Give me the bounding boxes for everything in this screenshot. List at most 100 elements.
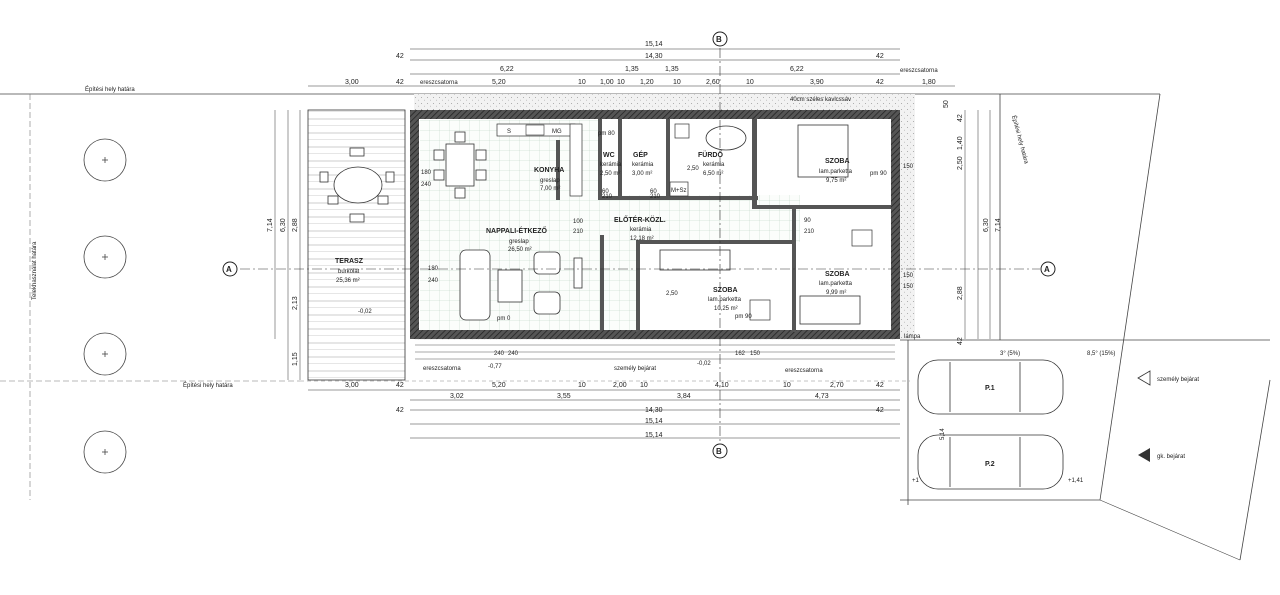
hall-floor (600, 195, 800, 242)
opening-label: 150 (750, 351, 761, 357)
car-gate-label: gk. bejárat (1157, 454, 1185, 460)
opening-label: 210 (650, 194, 661, 200)
wc-floor: kerámia (600, 162, 622, 168)
dim-left-seg: 2,13 (292, 296, 299, 310)
opening-label: 90 (804, 218, 811, 224)
inner-walls (556, 119, 891, 332)
bed-icon-3 (799, 295, 861, 325)
section-a-right-label: A (1044, 265, 1050, 274)
dim-bottom-row2: 3,55 (557, 393, 571, 400)
terrace-name: TERASZ (335, 258, 364, 265)
washer-icon (669, 181, 689, 197)
sofa-icon (459, 249, 583, 321)
opening-label: pm 90 (870, 171, 887, 177)
opening-label: 150 (903, 284, 914, 290)
bedroom1-area: 9,75 m² (826, 178, 846, 184)
bedroom2-floor: lam.parketta (708, 297, 742, 303)
entrance-label: személy bejárat (614, 366, 656, 372)
boundary-bottom-label: Építési hely határa (183, 382, 233, 389)
dim-top-row2: 1,00 (600, 79, 614, 86)
hall-floor-label: kerámia (630, 227, 652, 233)
gutter-top-left-label: ereszcsatorna (420, 80, 458, 86)
bedroom3-floor: lam.parketta (819, 281, 853, 287)
dim-bottom-row1: 5,20 (492, 382, 506, 389)
dim-top-row2: 2,60 (706, 79, 720, 86)
opening-label: 162 (735, 351, 746, 357)
dim-top-row2: 1,80 (922, 79, 936, 86)
car-icon-2 (917, 434, 1064, 490)
dim-bottom-row1: 2,70 (830, 382, 844, 389)
kitchen-floor: greslap (540, 178, 560, 184)
bed-icon-1 (797, 124, 849, 178)
bedroom3-name: SZOBA (825, 271, 850, 278)
furdo-floor: kerámia (703, 162, 725, 168)
bedroom2-area: 10,25 m² (714, 306, 738, 312)
dim-top-row2: 10 (746, 79, 754, 86)
section-b-bottom-label: B (716, 447, 722, 456)
gep-floor: kerámia (632, 162, 654, 168)
dim-top-row1: 1,35 (625, 66, 639, 73)
dining-table-icon (433, 131, 487, 199)
opening-label: 60 (602, 189, 609, 195)
dim-bottom-row2: 4,73 (815, 393, 829, 400)
opening-label: 150 (903, 164, 914, 170)
dim-bottom-outer-1: 15,14 (645, 418, 663, 425)
section-b-top-label: B (716, 35, 722, 44)
opening-label: 100 (573, 219, 584, 225)
living-name: NAPPALI-ÉTKEZŐ (486, 226, 547, 235)
dim-top-inner: 14,30 (645, 53, 663, 60)
level-car-small-label: +1 (912, 478, 920, 484)
opening-label: 210 (804, 229, 815, 235)
dim-right-mark: 42 (957, 114, 964, 122)
washer-label: M+Sz (671, 188, 687, 194)
dim-top-row2: 10 (578, 79, 586, 86)
dim-bottom-outer-2: 15,14 (645, 432, 663, 439)
parking-dim-label: 5,14 (940, 428, 946, 440)
dim-top-outer: 15,14 (645, 41, 663, 48)
boundary-right-label: Építési hely határa (1010, 115, 1030, 165)
hall-area: 12,18 m² (630, 236, 654, 242)
level-car-label: +1,41 (1068, 478, 1084, 484)
outer-walls (410, 110, 900, 339)
hall-floor-lower (600, 242, 640, 330)
bathtub-icon (705, 125, 747, 151)
kitchen-name: KONYHA (534, 167, 564, 174)
dim-bottom-row1: 10 (640, 382, 648, 389)
bedroom1-floor: lam.parketta (819, 169, 853, 175)
dim-top-row1: 6,22 (790, 66, 804, 73)
living-area: 26,50 m² (508, 247, 532, 253)
gep-area: 3,00 m² (632, 171, 652, 177)
opening-label: 240 (508, 351, 519, 357)
opening-label: 150 (903, 273, 914, 279)
person-gate-icon (1137, 370, 1151, 386)
dim-bottom-row1: 3,00 (345, 382, 359, 389)
dim-top-row1: 1,35 (665, 66, 679, 73)
dim-top-row1: 6,22 (500, 66, 514, 73)
kitchen-dishwasher-label: MG (552, 129, 562, 135)
dim-bottom-row2: 3,02 (450, 393, 464, 400)
dim-bottom-row2: 3,84 (677, 393, 691, 400)
terrace-table-icon (319, 147, 395, 223)
kitchen-sink-label: S (507, 129, 511, 135)
furdo-name: FÜRDŐ (698, 150, 723, 159)
level-terrace: -0,02 (358, 309, 372, 315)
slope-2-label: 8,5° (15%) (1087, 351, 1115, 357)
opening-label: 210 (602, 194, 613, 200)
dim-top-row2: 5,20 (492, 79, 506, 86)
dim-top-row2: 10 (673, 79, 681, 86)
opening-label: 180 (421, 170, 432, 176)
terrace-floor: burkolat (338, 269, 360, 275)
dim-right-mark: 50 (943, 100, 950, 108)
wc-area: 2,50 m² (600, 171, 620, 177)
gutter-bottom-right-label: ereszcsatorna (785, 368, 823, 374)
living-door-label: pm 0 (497, 316, 511, 322)
dim-left-seg: 2,88 (292, 218, 299, 232)
gutter-bottom-left-label: ereszcsatorna (423, 366, 461, 372)
dim-top-row2: 3,90 (810, 79, 824, 86)
gravel-label: 40cm széles kavicssáv (790, 97, 851, 103)
dim-top-42-right: 42 (876, 53, 884, 60)
opening-label: 240 (494, 351, 505, 357)
dim-top-42-left: 42 (396, 53, 404, 60)
dim-bottom-row1: 10 (578, 382, 586, 389)
opening-label: 240 (421, 182, 432, 188)
